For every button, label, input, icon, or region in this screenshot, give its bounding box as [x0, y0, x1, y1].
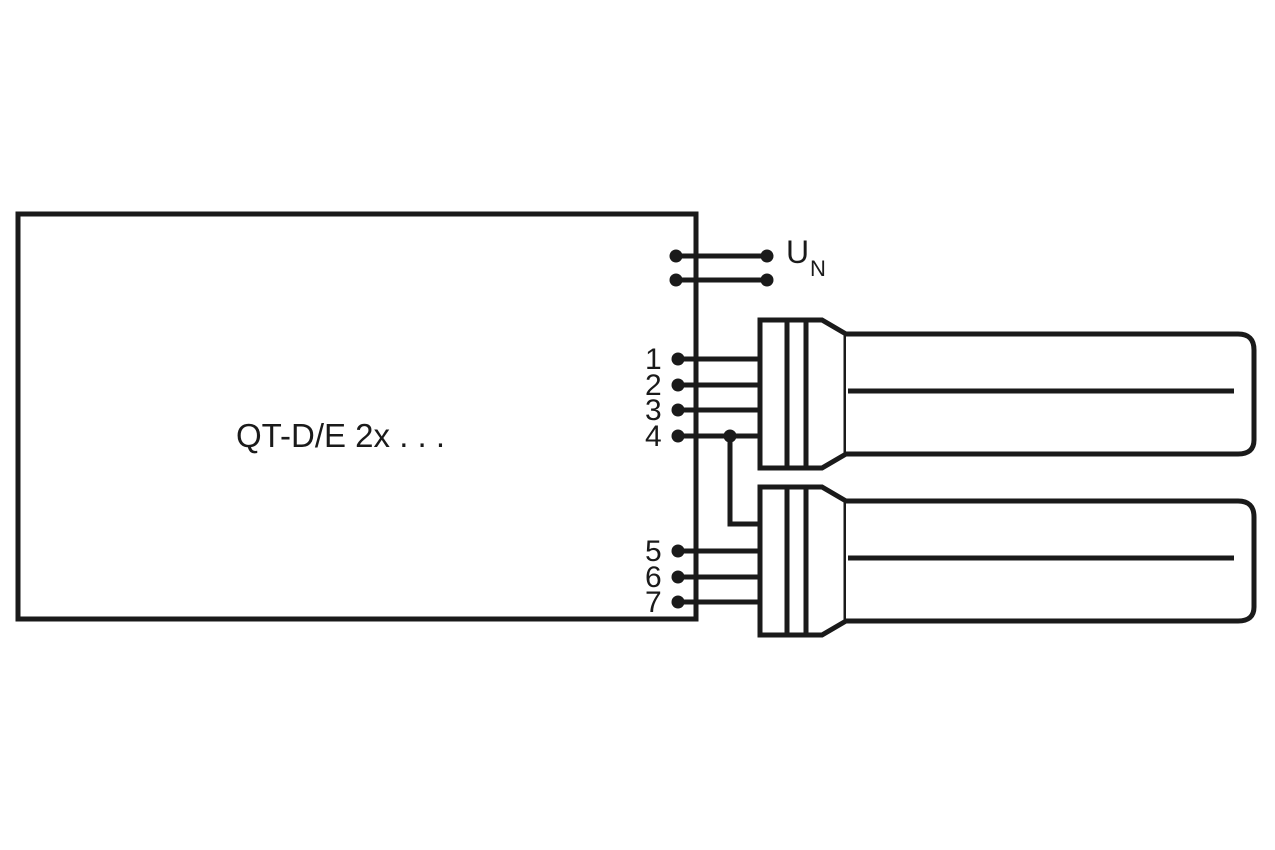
supply-label-main: U — [786, 234, 809, 270]
terminal-label-6: 6 — [645, 561, 662, 594]
terminal-label-5: 5 — [645, 535, 662, 568]
lamp-1-base — [757, 317, 849, 471]
lamp-2 — [757, 484, 1257, 638]
terminal-dots — [671, 352, 737, 609]
terminal-label-4: 4 — [645, 420, 662, 453]
supply-label-subscript: N — [810, 256, 826, 281]
ballast-box — [15, 211, 699, 622]
terminal-label-7: 7 — [645, 586, 662, 619]
terminal-label-3: 3 — [645, 394, 662, 427]
terminal-label-1: 1 — [645, 343, 662, 376]
lamp-1-tube — [846, 331, 1257, 457]
supply-voltage-label: U N — [786, 234, 826, 281]
terminal-wires — [678, 356, 760, 605]
ballast-label: QT-D/E 2x . . . — [236, 417, 445, 454]
lamp-1 — [757, 317, 1257, 471]
supply-leads — [669, 249, 774, 287]
terminal-label-2: 2 — [645, 369, 662, 402]
lamp-2-base — [757, 484, 849, 638]
lamp-2-tube — [846, 498, 1257, 624]
